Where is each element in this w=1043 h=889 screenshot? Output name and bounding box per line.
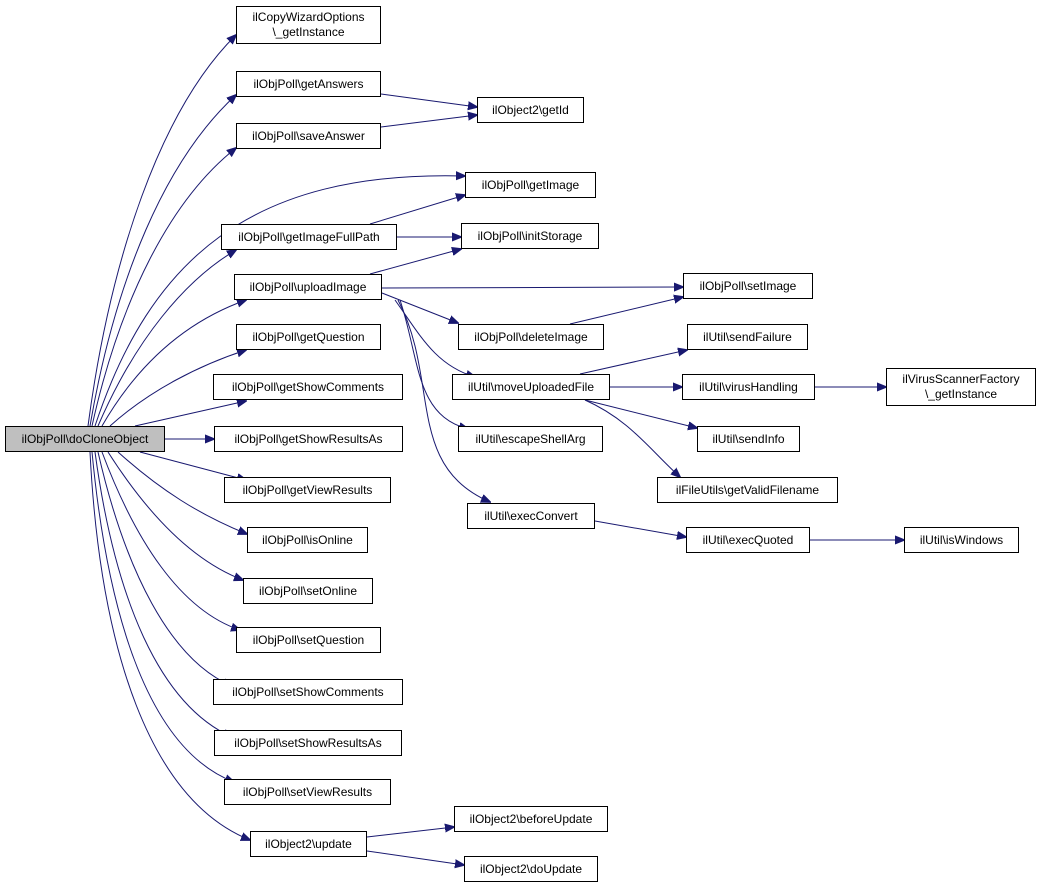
node-setQuestion[interactable]: ilObjPoll\setQuestion <box>236 627 381 653</box>
node-virusHandling[interactable]: ilUtil\virusHandling <box>682 374 815 400</box>
edge-doCloneObject-setViewResults <box>91 451 234 782</box>
edge-uploadImage-moveUploadedFile <box>394 299 475 377</box>
edge-doCloneObject-getImage <box>94 176 465 427</box>
node-sendFailure[interactable]: ilUtil\sendFailure <box>687 324 808 350</box>
node-initStorage[interactable]: ilObjPoll\initStorage <box>461 223 599 249</box>
node-beforeUpdate[interactable]: ilObject2\beforeUpdate <box>454 806 608 832</box>
node-moveUploadedFile[interactable]: ilUtil\moveUploadedFile <box>452 374 610 400</box>
node-saveAnswer[interactable]: ilObjPoll\saveAnswer <box>236 123 381 149</box>
node-getShowResultsAs[interactable]: ilObjPoll\getShowResultsAs <box>214 426 403 452</box>
edge-deleteImage-setImage <box>569 297 683 325</box>
node-doCloneObject[interactable]: ilObjPoll\doCloneObject <box>5 426 165 452</box>
edge-doCloneObject-getShowComments <box>134 401 246 427</box>
node-execConvert[interactable]: ilUtil\execConvert <box>467 503 595 529</box>
node-doUpdate[interactable]: ilObject2\doUpdate <box>464 856 598 882</box>
node-execQuoted[interactable]: ilUtil\execQuoted <box>686 527 810 553</box>
node-getShowComments[interactable]: ilObjPoll\getShowComments <box>213 374 403 400</box>
node-getQuestion[interactable]: ilObjPoll\getQuestion <box>236 324 381 350</box>
node-deleteImage[interactable]: ilObjPoll\deleteImage <box>458 324 604 350</box>
node-getImage[interactable]: ilObjPoll\getImage <box>465 172 596 198</box>
node-isOnline[interactable]: ilObjPoll\isOnline <box>247 527 368 553</box>
edge-getAnswers-getId <box>380 93 477 107</box>
node-getAnswers[interactable]: ilObjPoll\getAnswers <box>236 71 381 97</box>
node-getImageFullPath[interactable]: ilObjPoll\getImageFullPath <box>221 224 397 250</box>
edge-doCloneObject-getImageFullPath <box>97 250 236 427</box>
node-getViewResults[interactable]: ilObjPoll\getViewResults <box>224 477 391 503</box>
edge-update-doUpdate <box>366 850 464 865</box>
edge-doCloneObject-getAnswers <box>89 95 236 427</box>
node-isWindows[interactable]: ilUtil\isWindows <box>904 527 1019 553</box>
edge-doCloneObject-getViewResults <box>139 451 246 480</box>
edge-doCloneObject-update <box>89 451 250 840</box>
node-setImage[interactable]: ilObjPoll\setImage <box>683 273 813 299</box>
edge-doCloneObject-setShowResultsAs <box>94 451 232 737</box>
node-copywizard-getInstance[interactable]: ilCopyWizardOptions \_getInstance <box>236 6 381 44</box>
edge-saveAnswer-getId <box>380 115 477 128</box>
node-virusScanner-getInstance[interactable]: ilVirusScannerFactory \_getInstance <box>886 368 1036 406</box>
edge-uploadImage-execConvert <box>397 299 490 502</box>
edge-doCloneObject-setShowComments <box>97 451 232 686</box>
node-uploadImage[interactable]: ilObjPoll\uploadImage <box>234 274 382 300</box>
edge-uploadImage-setImage <box>381 287 683 288</box>
node-setShowComments[interactable]: ilObjPoll\setShowComments <box>213 679 403 705</box>
edge-doCloneObject-getQuestion <box>109 350 246 427</box>
node-sendInfo[interactable]: ilUtil\sendInfo <box>697 426 800 452</box>
edge-doCloneObject-uploadImage <box>101 300 246 427</box>
edge-doCloneObject-setOnline <box>107 451 243 580</box>
node-setViewResults[interactable]: ilObjPoll\setViewResults <box>224 779 391 805</box>
edge-uploadImage-deleteImage <box>381 292 458 323</box>
edge-doCloneObject-setQuestion <box>101 451 240 630</box>
edge-doCloneObject-saveAnswer <box>91 148 236 427</box>
edge-doCloneObject-isOnline <box>117 451 247 534</box>
edge-uploadImage-initStorage <box>369 249 461 275</box>
edge-update-beforeUpdate <box>366 827 454 838</box>
node-setShowResultsAs[interactable]: ilObjPoll\setShowResultsAs <box>214 730 402 756</box>
edge-getImageFullPath-getImage <box>369 195 465 225</box>
edge-doCloneObject-copywizard <box>87 35 236 427</box>
node-ilObject2-update[interactable]: ilObject2\update <box>250 831 367 857</box>
node-escapeShellArg[interactable]: ilUtil\escapeShellArg <box>458 426 603 452</box>
edge-execConvert-execQuoted <box>594 520 686 537</box>
edge-moveUploadedFile-sendFailure <box>579 350 687 375</box>
edge-moveUploadedFile-getValidFilename <box>584 399 680 477</box>
node-getValidFilename[interactable]: ilFileUtils\getValidFilename <box>657 477 838 503</box>
node-getId[interactable]: ilObject2\getId <box>477 97 584 123</box>
edge-moveUploadedFile-sendInfo <box>584 399 697 428</box>
node-setOnline[interactable]: ilObjPoll\setOnline <box>243 578 373 604</box>
